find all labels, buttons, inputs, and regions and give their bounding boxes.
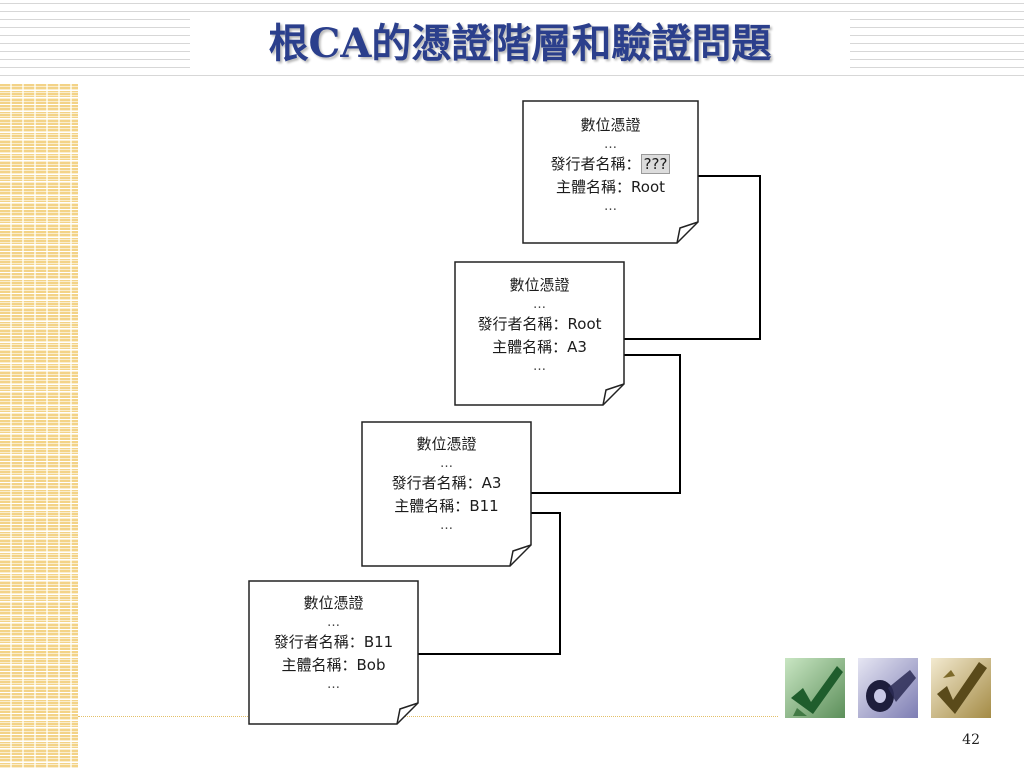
arrow-b11-to-a3 <box>405 509 561 655</box>
document-paper-icon <box>522 100 699 244</box>
subject-value: Bob <box>356 656 386 674</box>
issuer-label: 發行者名稱： <box>550 155 641 173</box>
ellipsis: … <box>533 359 546 374</box>
issuer-value: A3 <box>481 474 502 492</box>
certificate-heading: 數位憑證 <box>416 435 477 453</box>
subject-label: 主體名稱： <box>281 656 357 674</box>
document-paper-icon <box>248 580 419 725</box>
issuer-value: B11 <box>363 633 394 651</box>
purple-disc-icon <box>858 658 918 718</box>
gold-checkmark-icon <box>931 658 991 718</box>
issuer-label: 發行者名稱： <box>273 633 364 651</box>
document-paper-icon <box>361 421 532 567</box>
subject-label: 主體名稱： <box>394 497 470 515</box>
issuer-label: 發行者名稱： <box>391 474 482 492</box>
certificate-heading: 數位憑證 <box>303 594 364 612</box>
page-number: 42 <box>962 732 980 748</box>
document-paper-icon <box>454 261 625 406</box>
subject-value: Root <box>631 178 665 196</box>
footer-divider <box>78 716 778 717</box>
certificate-card-bob: 數位憑證 … 發行者名稱：B11 主體名稱：Bob … <box>248 580 419 725</box>
ellipsis: … <box>440 518 453 533</box>
ellipsis: … <box>604 199 617 214</box>
green-checkmark-icon <box>785 658 845 718</box>
ellipsis: … <box>327 615 340 630</box>
ellipsis: … <box>533 297 546 312</box>
subject-value: B11 <box>469 497 499 515</box>
subject-value: A3 <box>567 338 587 356</box>
certificate-heading: 數位憑證 <box>509 276 570 294</box>
slide-title: 根CA的憑證階層和驗證問題 <box>268 20 772 67</box>
subject-label: 主體名稱： <box>556 178 632 196</box>
ellipsis: … <box>327 677 340 692</box>
ellipsis: … <box>440 456 453 471</box>
arrow-root-to-unknown <box>606 172 761 340</box>
decorative-icons <box>785 658 995 720</box>
issuer-value: Root <box>567 315 602 333</box>
subject-label: 主體名稱： <box>492 338 568 356</box>
certificate-card-root: 數位憑證 … 發行者名稱：??? 主體名稱：Root … <box>522 100 699 244</box>
certificate-card-a3: 數位憑證 … 發行者名稱：Root 主體名稱：A3 … <box>454 261 625 406</box>
certificate-heading: 數位憑證 <box>580 116 641 134</box>
certificate-card-b11: 數位憑證 … 發行者名稱：A3 主體名稱：B11 … <box>361 421 532 567</box>
issuer-value: ??? <box>640 154 671 174</box>
arrow-a3-to-root <box>518 351 681 494</box>
title-background <box>190 12 850 74</box>
issuer-label: 發行者名稱： <box>477 315 568 333</box>
left-decorative-border <box>0 84 78 768</box>
ellipsis: … <box>604 137 617 152</box>
